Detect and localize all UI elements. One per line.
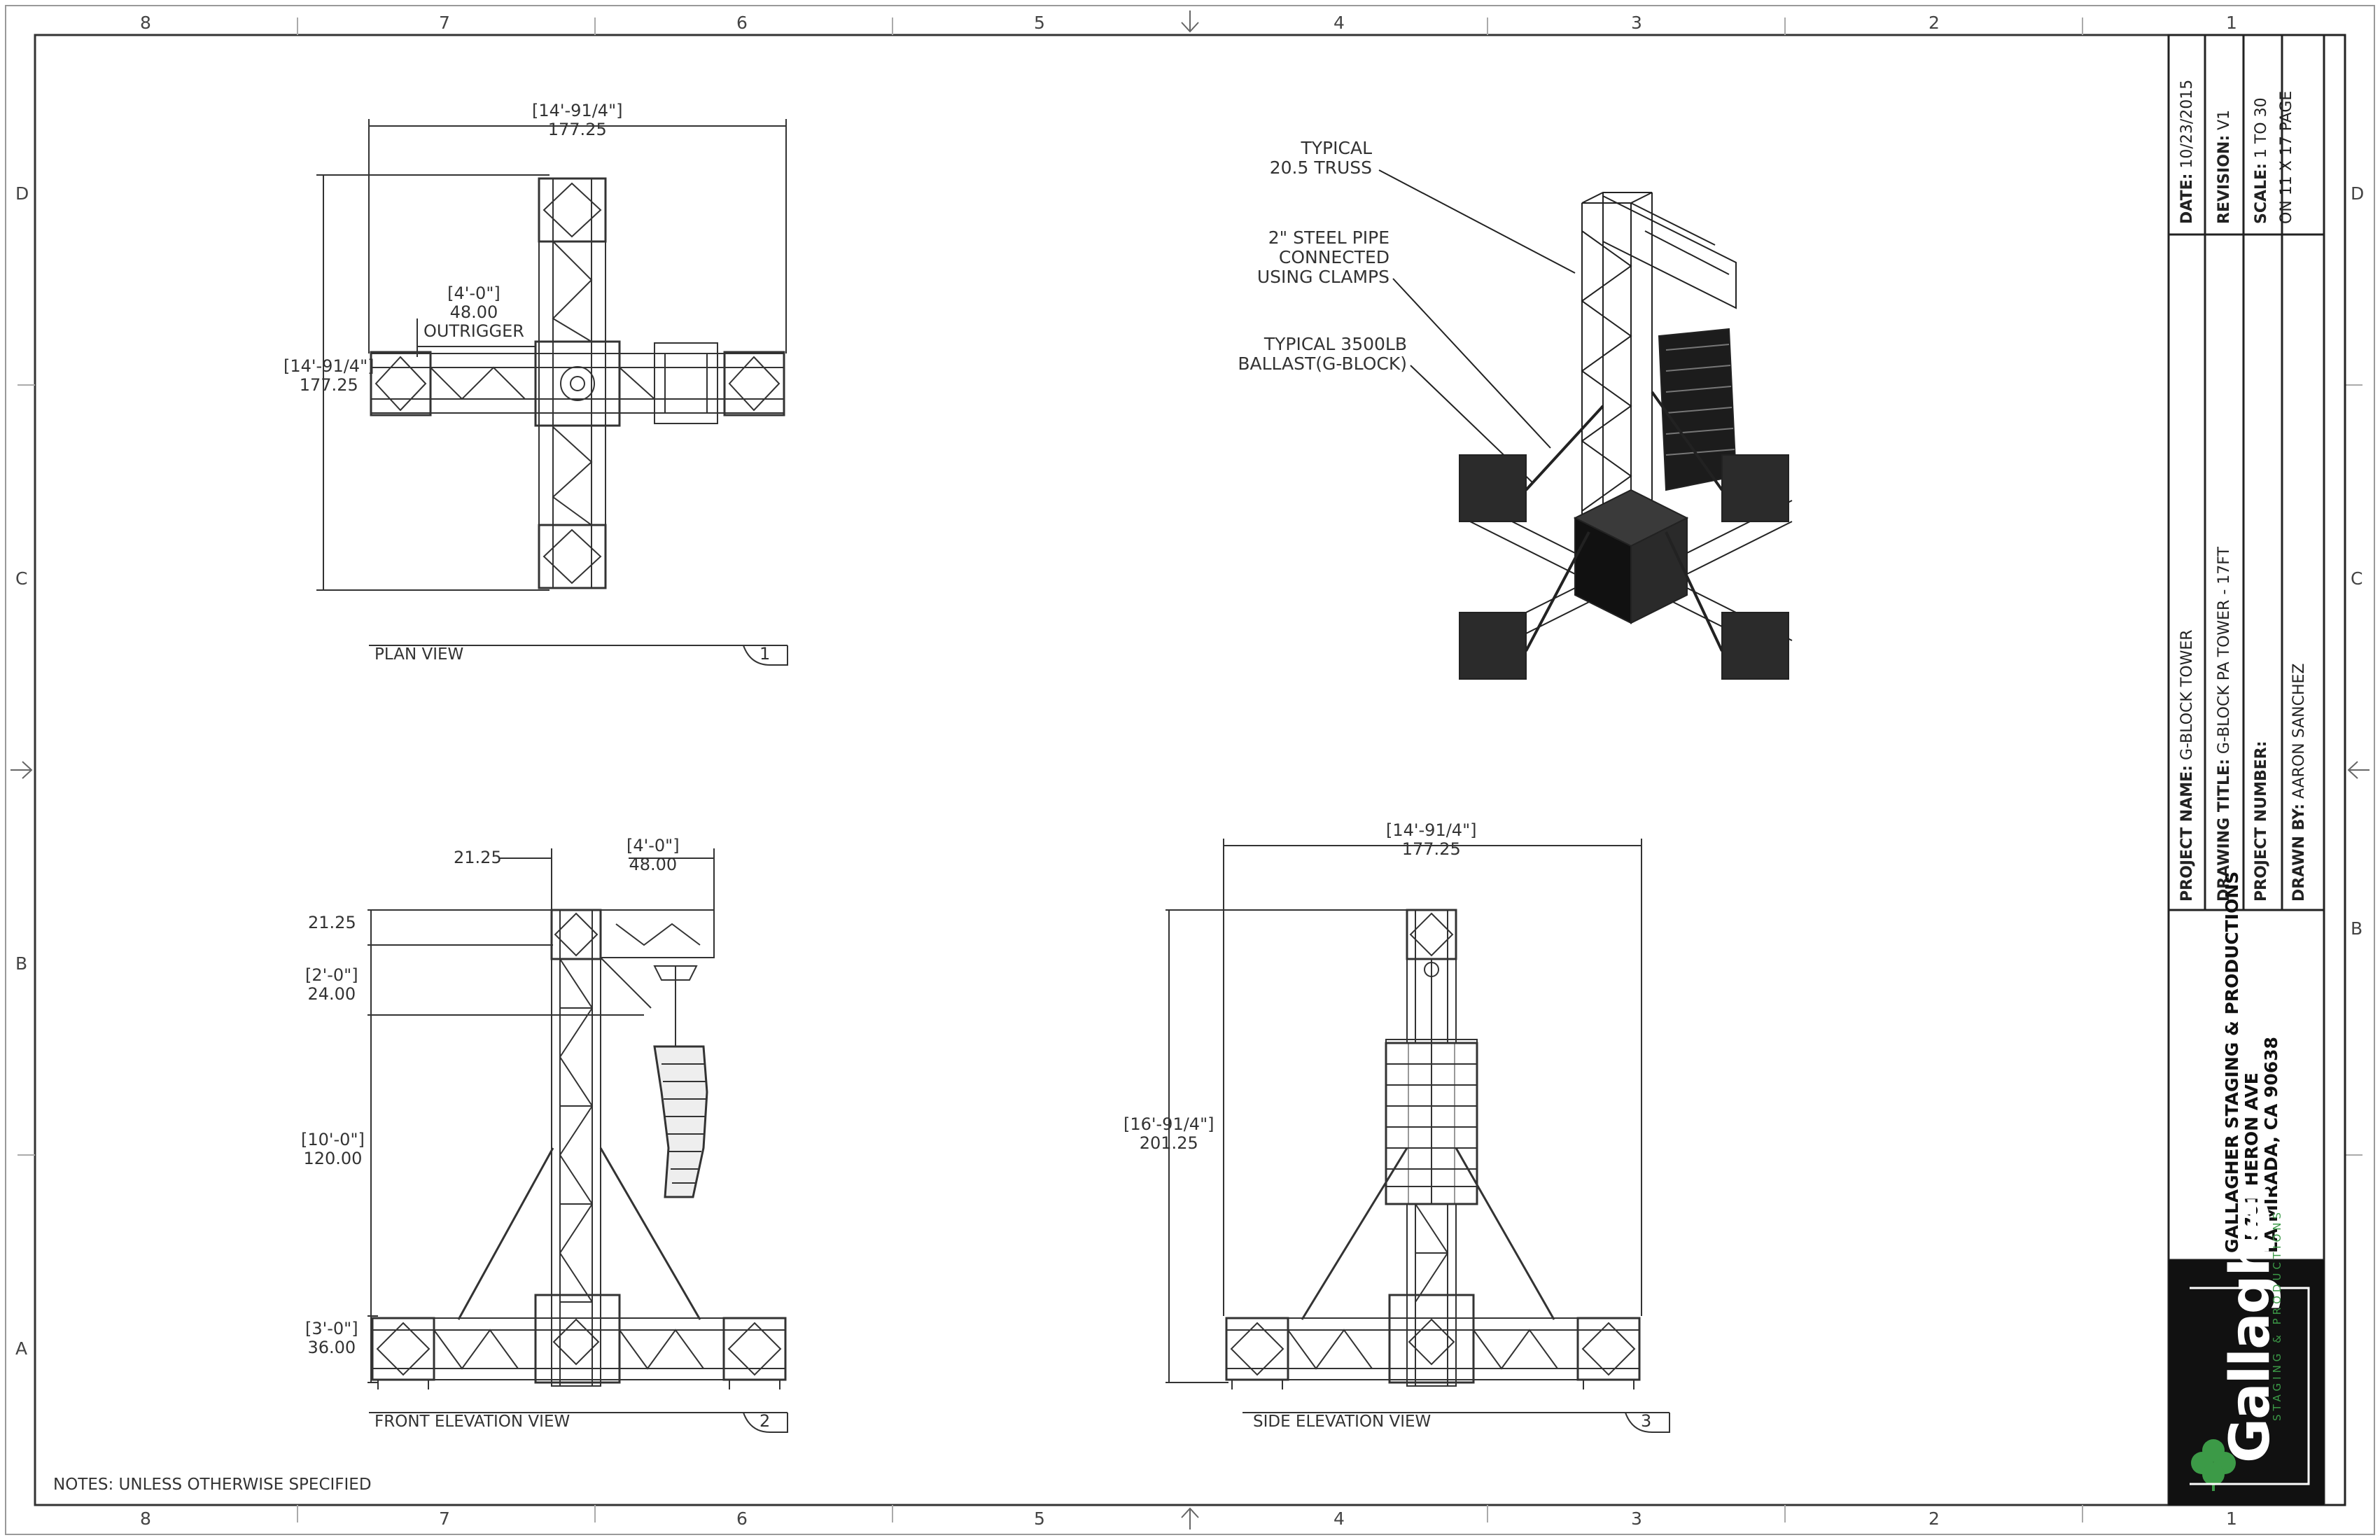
front-v1-dim: 21.25: [308, 913, 356, 932]
zone-right-c: C: [2351, 568, 2363, 589]
zone-bottom-8: 8: [140, 1508, 151, 1529]
front-v4-dim: [3'-0"]36.00: [305, 1319, 358, 1357]
tb-project-number: PROJECT NUMBER:: [2253, 741, 2270, 902]
front-view-label: FRONT ELEVATION VIEW: [374, 1413, 570, 1431]
zone-top-8: 8: [140, 13, 151, 33]
front-view-number: 2: [760, 1411, 771, 1431]
zone-bottom-4: 4: [1334, 1508, 1345, 1529]
zone-bottom-3: 3: [1631, 1508, 1642, 1529]
zone-bottom-5: 5: [1034, 1508, 1045, 1529]
plan-view-number: 1: [760, 644, 771, 664]
center-marks: [10, 10, 2370, 1530]
plan-width-dim: [14'-91/4"]177.25: [532, 101, 623, 139]
zone-bottom-7: 7: [439, 1508, 450, 1529]
side-width-dim: [14'-91/4"]177.25: [1386, 820, 1477, 859]
view-label-rules: [369, 645, 1670, 1433]
zone-left-a: A: [15, 1338, 28, 1359]
title-block-frame: [2167, 34, 2346, 1506]
zone-top-3: 3: [1631, 13, 1642, 33]
notes: NOTES: UNLESS OTHERWISE SPECIFIED: [53, 1476, 372, 1494]
front-v3-dim: [10'-0"]120.00: [301, 1130, 365, 1168]
zone-left-c: C: [15, 568, 28, 589]
zone-top-2: 2: [1928, 13, 1940, 33]
inner-border: [34, 34, 2346, 1506]
outer-border: [5, 5, 2375, 1535]
front-v2-dim: [2'-0"]24.00: [305, 965, 358, 1004]
zone-top-5: 5: [1034, 13, 1045, 33]
zone-right-b: B: [2351, 918, 2363, 939]
front-top-left-dim: 21.25: [454, 848, 502, 867]
zone-top-7: 7: [439, 13, 450, 33]
zone-top-4: 4: [1334, 13, 1345, 33]
zone-left-d: D: [15, 183, 29, 204]
isometric-view-drawing: [1378, 169, 1793, 680]
front-top-right-dim: [4'-0"]48.00: [626, 836, 680, 874]
zone-bottom-6: 6: [736, 1508, 748, 1529]
side-view-number: 3: [1641, 1411, 1652, 1431]
side-view-label: SIDE ELEVATION VIEW: [1253, 1413, 1432, 1431]
zone-bottom-1: 1: [2226, 1508, 2237, 1529]
zone-top-6: 6: [736, 13, 748, 33]
side-elevation-drawing: [1166, 839, 1642, 1390]
zone-bottom-2: 2: [1928, 1508, 1940, 1529]
logo-tagline: STAGING & PRODUCTIONS: [2271, 1208, 2283, 1421]
zone-ticks: [18, 18, 2362, 1522]
plan-view-label: PLAN VIEW: [374, 645, 464, 664]
clover-icon: [2190, 1287, 2310, 1491]
side-height-dim: [16'-91/4"]201.25: [1124, 1114, 1214, 1153]
tb-revision: REVISION: V1: [2216, 109, 2233, 224]
plan-view-drawing: [316, 119, 787, 591]
zone-top-1: 1: [2226, 13, 2237, 33]
tb-scale-note: ON 11 X 17 PAGE: [2278, 90, 2295, 224]
zone-right-d: D: [2351, 183, 2365, 204]
tb-drawn-by: DRAWN BY: AARON SANCHEZ: [2290, 663, 2308, 902]
tb-drawing-title: DRAWING TITLE: G-BLOCK PA TOWER - 17FT: [2216, 547, 2233, 902]
tb-scale: SCALE: 1 TO 30: [2253, 97, 2270, 224]
front-elevation-drawing: [368, 848, 787, 1390]
tb-project-name: PROJECT NAME: G-BLOCK TOWER: [2178, 629, 2196, 902]
tb-date: DATE: 10/23/2015: [2178, 79, 2196, 224]
plan-height-dim: [14'-91/4"]177.25: [284, 356, 374, 395]
zone-left-b: B: [15, 953, 28, 974]
